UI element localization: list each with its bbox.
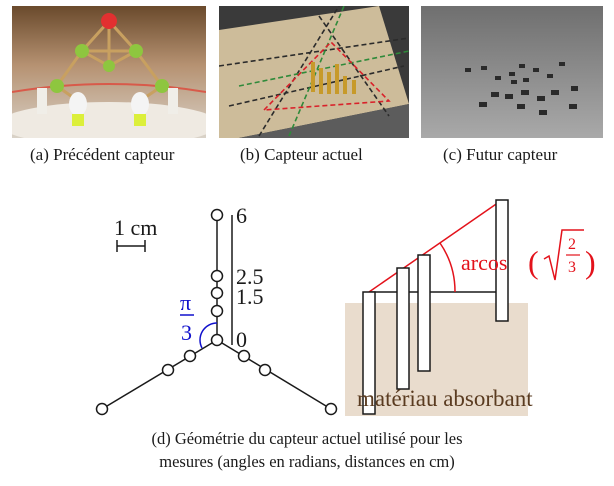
photo-previous-sensor	[12, 6, 206, 138]
angle-denominator: 3	[181, 320, 192, 345]
figure-caption-line1: (d) Géométrie du capteur actuel utilisé …	[151, 429, 463, 448]
node	[210, 208, 224, 222]
sqrt-symbol	[543, 229, 584, 281]
plate	[495, 199, 509, 322]
subcaption-c: (c) Futur capteur	[443, 145, 558, 164]
angle-numerator: π	[180, 290, 191, 315]
tick-6: 6	[236, 203, 247, 228]
node	[161, 363, 175, 377]
plate	[417, 254, 431, 372]
node	[324, 402, 338, 416]
scale-label: 1 cm	[114, 215, 157, 240]
node	[210, 304, 224, 318]
left-arm	[101, 339, 218, 410]
sqrt-denominator: 3	[568, 259, 576, 276]
figure-caption-line2: mesures (angles en radians, distances en…	[159, 452, 455, 471]
subcaption-a: (a) Précédent capteur	[30, 145, 175, 164]
tick-1-5: 1.5	[236, 284, 264, 309]
plate	[362, 291, 376, 415]
arccos-arc	[439, 242, 456, 293]
node	[95, 402, 109, 416]
node	[258, 363, 272, 377]
node	[183, 349, 197, 363]
subcaption-b: (b) Capteur actuel	[240, 145, 363, 164]
angle-arc	[199, 322, 218, 349]
right-arm	[216, 339, 332, 410]
open-paren: (	[528, 244, 539, 280]
photo-current-sensor	[219, 6, 409, 138]
plate	[396, 267, 410, 390]
node	[210, 269, 224, 283]
geometry-diagram: 1 cm 6 2.5 1.5 0 π 3 arcos ( 2 3 ) matér…	[95, 199, 596, 416]
sqrt-numerator: 2	[568, 236, 576, 253]
material-label: matériau absorbant	[357, 386, 533, 411]
tick-2-5: 2.5	[236, 264, 264, 289]
arccos-ray	[368, 199, 503, 293]
node	[210, 333, 224, 347]
node	[210, 286, 224, 300]
arccos-label: arcos	[461, 250, 507, 275]
photo-future-sensor	[421, 6, 603, 138]
close-paren: )	[585, 244, 596, 280]
tick-0: 0	[236, 327, 247, 352]
node	[237, 349, 251, 363]
